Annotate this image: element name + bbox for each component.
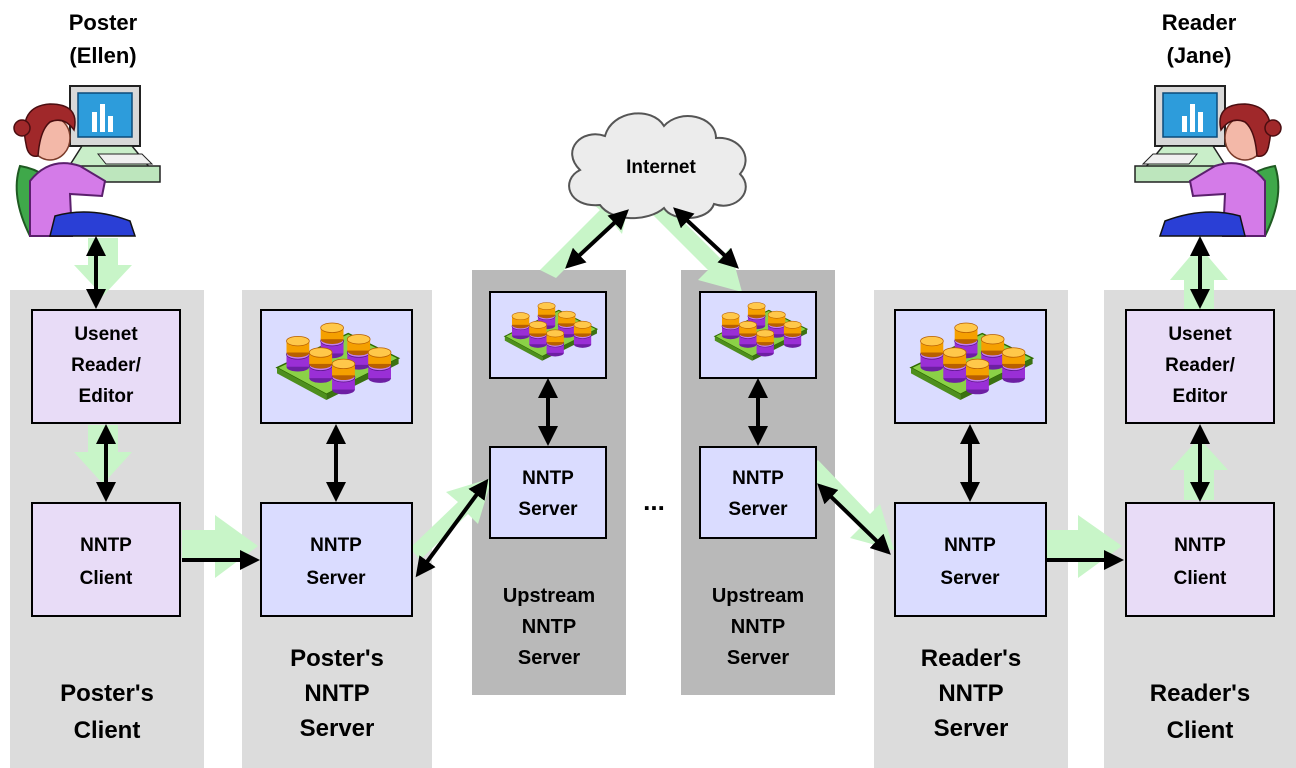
svg-text:Poster's: Poster's — [290, 645, 384, 672]
svg-text:Reader's: Reader's — [1150, 680, 1250, 707]
svg-text:NNTP: NNTP — [522, 468, 574, 489]
flow-arrow-poster-down — [74, 238, 132, 296]
caption-readers-server: Reader's NNTP Server — [921, 645, 1021, 742]
flow-arrow-client-server — [182, 515, 258, 578]
poster-role-label: Poster — [69, 10, 138, 35]
svg-text:Editor: Editor — [79, 386, 134, 407]
svg-text:Usenet: Usenet — [1168, 324, 1232, 345]
reader-name-label: (Jane) — [1167, 43, 1232, 68]
caption-posters-client: Poster's Client — [60, 680, 154, 744]
svg-text:Poster's: Poster's — [60, 680, 154, 707]
svg-text:Server: Server — [300, 715, 375, 742]
svg-text:NNTP: NNTP — [522, 616, 576, 638]
svg-text:Client: Client — [1167, 717, 1234, 744]
caption-upstream-left: Upstream NNTP Server — [503, 585, 595, 669]
posters-nntp-server-box: NNTP Server — [260, 502, 413, 617]
svg-text:Reader/: Reader/ — [71, 355, 141, 376]
internet-cloud: Internet — [568, 112, 747, 220]
svg-text:NNTP: NNTP — [938, 680, 1003, 707]
usenet-reader-editor-right: Usenet Reader/ Editor — [1125, 309, 1275, 424]
reader-person-icon — [1134, 85, 1282, 237]
arrow-upstream-right-server — [817, 483, 891, 555]
svg-text:Server: Server — [934, 715, 1009, 742]
reader-role-label: Reader — [1162, 10, 1237, 35]
black-arrows — [86, 207, 1210, 578]
svg-text:Server: Server — [306, 568, 366, 589]
readers-nntp-db-box — [894, 309, 1047, 424]
svg-text:NNTP: NNTP — [1174, 535, 1226, 556]
svg-text:NNTP: NNTP — [80, 535, 132, 556]
svg-text:Editor: Editor — [1173, 386, 1228, 407]
svg-text:Server: Server — [518, 499, 578, 520]
readers-nntp-server-box: NNTP Server — [894, 502, 1047, 617]
svg-text:Server: Server — [940, 568, 1000, 589]
upstream-right-db-box — [699, 291, 817, 379]
svg-text:Client: Client — [80, 568, 133, 589]
arrow-server-upstream-left — [415, 478, 489, 578]
svg-text:Reader's: Reader's — [921, 645, 1021, 672]
arrow-internet-upstream — [673, 207, 739, 269]
posters-nntp-db-box — [260, 309, 413, 424]
arrow-upstream-internet — [565, 209, 629, 269]
flow-arrow-server-client — [1045, 515, 1122, 578]
svg-text:Upstream: Upstream — [712, 585, 804, 607]
svg-text:NNTP: NNTP — [944, 535, 996, 556]
svg-text:Client: Client — [1174, 568, 1227, 589]
svg-text:Reader/: Reader/ — [1165, 355, 1235, 376]
svg-text:NNTP: NNTP — [310, 535, 362, 556]
upstream-right-server-box: NNTP Server — [699, 446, 817, 539]
svg-text:NNTP: NNTP — [304, 680, 369, 707]
svg-text:Server: Server — [728, 499, 788, 520]
internet-label: Internet — [626, 157, 696, 178]
nntp-client-right: NNTP Client — [1125, 502, 1275, 617]
svg-text:Server: Server — [518, 647, 580, 669]
upstream-left-server-box: NNTP Server — [489, 446, 607, 539]
svg-text:NNTP: NNTP — [732, 468, 784, 489]
usenet-reader-editor-left: Usenet Reader/ Editor — [31, 309, 181, 424]
caption-posters-server: Poster's NNTP Server — [290, 645, 384, 742]
svg-text:Upstream: Upstream — [503, 585, 595, 607]
caption-upstream-right: Upstream NNTP Server — [712, 585, 804, 669]
ellipsis: ... — [643, 486, 665, 516]
poster-person-icon — [13, 85, 161, 237]
upstream-left-db-box — [489, 291, 607, 379]
svg-text:NNTP: NNTP — [731, 616, 785, 638]
nntp-client-left: NNTP Client — [31, 502, 181, 617]
svg-text:Usenet: Usenet — [74, 324, 138, 345]
svg-text:Server: Server — [727, 647, 789, 669]
svg-text:Client: Client — [74, 717, 141, 744]
poster-name-label: (Ellen) — [69, 43, 136, 68]
caption-readers-client: Reader's Client — [1150, 680, 1250, 744]
